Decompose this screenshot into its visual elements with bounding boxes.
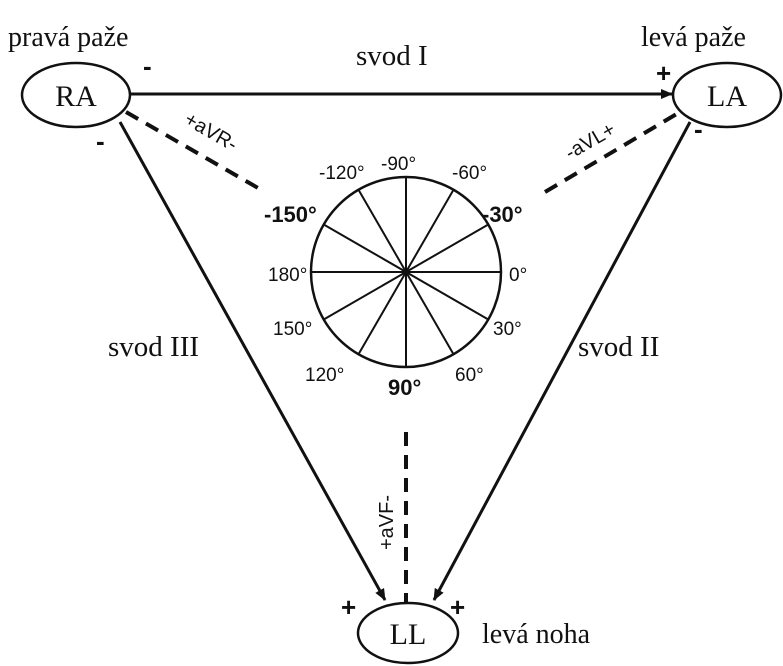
avf-label: +aVF- (376, 495, 398, 550)
hexaxial-circle (309, 175, 503, 369)
lead-iii-label: svod III (108, 331, 199, 363)
la-bottom-sign: - (694, 114, 703, 144)
avl-label: -aVL+ (562, 118, 620, 164)
la-electrode (671, 61, 783, 129)
ra-electrode (20, 61, 132, 129)
ll-electrode (356, 601, 460, 665)
ra-top-sign: - (143, 51, 152, 81)
lead-ii-label: svod II (578, 331, 659, 363)
deg-150: 150° (273, 319, 312, 340)
deg-minus-30: -30° (482, 202, 523, 227)
deg-minus-90: -90° (381, 154, 416, 175)
lead-ii-arrow (432, 121, 692, 601)
la-top-sign: + (656, 58, 671, 88)
deg-0: 0° (509, 265, 527, 286)
avr-dashed-line (125, 110, 266, 194)
lead-i-label: svod I (356, 40, 428, 72)
ll-label: LL (390, 618, 427, 651)
lead-iii-arrow (118, 121, 387, 601)
deg-120: 120° (305, 365, 344, 386)
ll-right-sign: + (450, 592, 465, 622)
deg-minus-120: -120° (319, 163, 365, 184)
ra-bottom-sign: - (96, 126, 105, 156)
la-caption: levá paže (641, 22, 746, 53)
avl-dashed-line (543, 110, 682, 194)
deg-minus-150: -150° (264, 202, 317, 227)
deg-minus-60: -60° (452, 163, 487, 184)
deg-30: 30° (493, 319, 522, 340)
deg-60: 60° (455, 365, 484, 386)
la-label: LA (707, 80, 747, 113)
ll-caption: levá noha (482, 619, 591, 650)
ll-left-sign: + (341, 592, 356, 622)
ra-label: RA (55, 80, 97, 113)
deg-180: 180° (268, 265, 307, 286)
ra-caption: pravá paže (8, 22, 128, 53)
deg-90: 90° (388, 375, 421, 400)
